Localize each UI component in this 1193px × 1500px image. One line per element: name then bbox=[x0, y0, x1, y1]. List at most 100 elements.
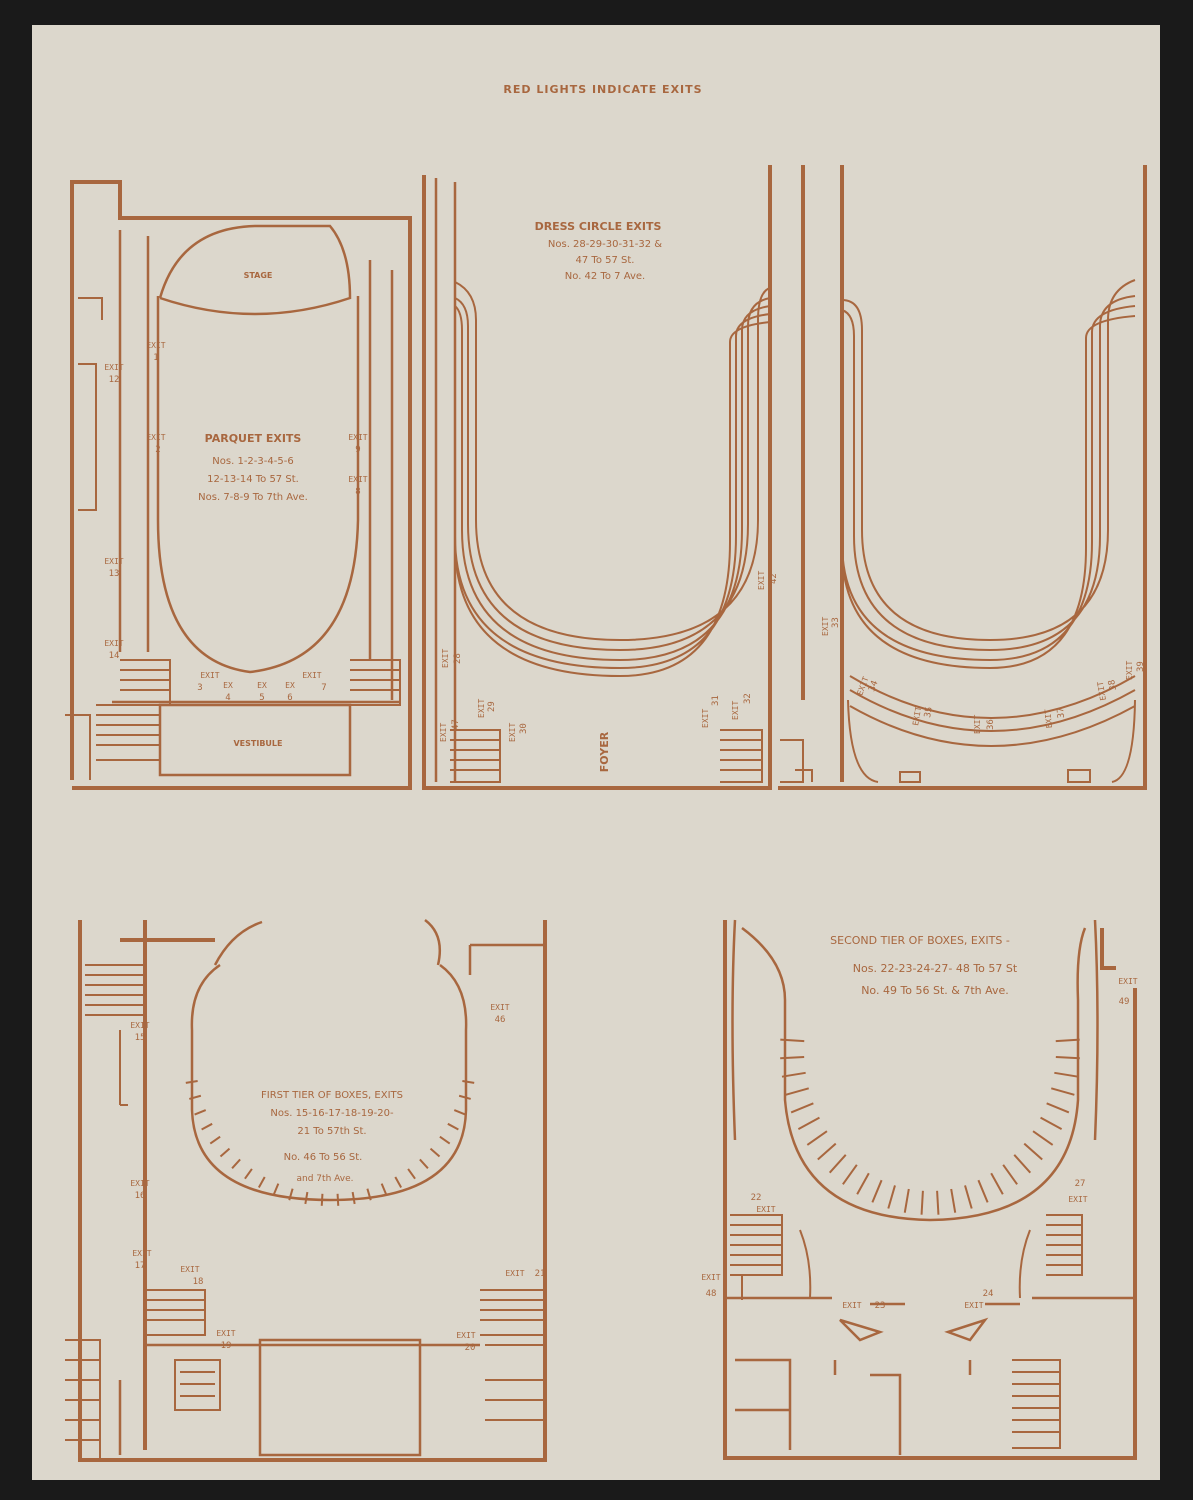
box-divider bbox=[209, 1135, 221, 1145]
first-tier-labels: FIRST TIER OF BOXES, EXITS Nos. 15-16-17… bbox=[130, 1003, 545, 1353]
exit-18-number: 18 bbox=[193, 1277, 204, 1287]
second-tier-labels: SECOND TIER OF BOXES, EXITS - Nos. 22-23… bbox=[701, 934, 1137, 1311]
exit-49-number: 49 bbox=[1119, 997, 1130, 1007]
exit-47-label: EXIT bbox=[439, 723, 448, 742]
box-divider bbox=[439, 1135, 451, 1145]
box-divider bbox=[462, 1079, 475, 1084]
box-divider bbox=[380, 1183, 388, 1196]
exit-7-word: EXIT bbox=[302, 671, 321, 680]
box-divider bbox=[1050, 1087, 1075, 1096]
exit-33-label: EXIT bbox=[821, 617, 830, 636]
parquet-line-3: Nos. 7-8-9 To 7th Ave. bbox=[198, 492, 308, 503]
exit-23-number: 23 bbox=[875, 1301, 886, 1311]
box-divider bbox=[790, 1102, 814, 1114]
exit-13-word: EXIT bbox=[104, 557, 123, 566]
box-divider bbox=[453, 1109, 466, 1116]
exit-18-word: EXIT bbox=[180, 1265, 199, 1274]
exit-2-number: 2 bbox=[155, 445, 160, 455]
first-tier-horseshoe bbox=[190, 963, 468, 1202]
exit-8-number: 8 bbox=[355, 487, 360, 497]
box-divider bbox=[781, 1071, 806, 1078]
exit-42-label: EXIT bbox=[757, 571, 766, 590]
box-divider bbox=[189, 1094, 202, 1100]
exit-1-word: EXIT bbox=[146, 341, 165, 350]
dress-circle-line-3: No. 42 To 7 Ave. bbox=[565, 271, 645, 282]
first-tier-box-ticks bbox=[185, 1079, 475, 1206]
parquet-title: PARQUET EXITS bbox=[205, 432, 302, 445]
first-tier-right-wall bbox=[468, 943, 545, 975]
box-divider bbox=[458, 1094, 471, 1100]
exit-5-number: 5 bbox=[259, 693, 264, 703]
box-divider bbox=[194, 1109, 207, 1116]
exit-9-word: EXIT bbox=[348, 433, 367, 442]
box-divider bbox=[366, 1188, 372, 1201]
box-divider bbox=[1023, 1142, 1043, 1161]
second-tier-lobby bbox=[725, 1296, 1135, 1455]
box-divider bbox=[856, 1172, 870, 1195]
parquet-right-wall bbox=[368, 260, 394, 700]
box-divider bbox=[288, 1188, 294, 1201]
parquet-inner-wall bbox=[118, 230, 150, 652]
exit-48-number: 48 bbox=[706, 1289, 717, 1299]
box-divider bbox=[936, 1190, 940, 1215]
exit-35-label: EXIT bbox=[911, 706, 923, 727]
second-tier-title: SECOND TIER OF BOXES, EXITS - bbox=[830, 934, 1010, 947]
box-divider bbox=[231, 1158, 241, 1169]
box-divider bbox=[780, 1056, 805, 1060]
dress-circle-left-wall bbox=[422, 165, 772, 790]
exit-38-number: 38 bbox=[1107, 679, 1119, 691]
box-divider bbox=[1040, 1116, 1063, 1131]
box-divider bbox=[842, 1164, 858, 1185]
box-divider bbox=[304, 1191, 309, 1205]
box-divider bbox=[1055, 1056, 1080, 1060]
box-divider bbox=[785, 1087, 810, 1096]
exit-12-word: EXIT bbox=[104, 363, 123, 372]
ex-6-word: EX bbox=[285, 681, 295, 690]
box-divider bbox=[394, 1176, 403, 1188]
exit-27-word: EXIT bbox=[1068, 1195, 1087, 1204]
box-divider bbox=[920, 1190, 924, 1215]
first-tier-side-rails bbox=[119, 1030, 128, 1106]
exit-36-number: 36 bbox=[986, 719, 996, 730]
exit-14-word: EXIT bbox=[104, 639, 123, 648]
exit-48-word: EXIT bbox=[701, 1273, 720, 1282]
dress-circle-right bbox=[778, 165, 1147, 790]
exit-42-number: 42 bbox=[769, 573, 779, 584]
first-tier-plan bbox=[65, 919, 547, 1462]
box-divider bbox=[419, 1158, 429, 1169]
exit-1-number: 1 bbox=[153, 353, 158, 363]
first-tier-proscenium-arcs bbox=[213, 919, 442, 966]
second-tier-outer-wall bbox=[723, 920, 1137, 1460]
exit-23-word: EXIT bbox=[842, 1301, 861, 1310]
exit-3-number: 3 bbox=[197, 683, 202, 693]
auditorium-outline bbox=[156, 296, 360, 674]
box-divider bbox=[320, 1193, 324, 1206]
parquet-plan bbox=[65, 180, 412, 790]
box-divider bbox=[797, 1116, 820, 1131]
exit-15-number: 15 bbox=[135, 1033, 146, 1043]
exit-33-number: 33 bbox=[831, 617, 841, 628]
second-tier-line-1: Nos. 22-23-24-27- 48 To 57 St bbox=[853, 962, 1018, 975]
exit-39-number: 39 bbox=[1136, 661, 1146, 672]
parquet-outer-wall bbox=[70, 180, 412, 790]
box-divider bbox=[903, 1188, 910, 1213]
dress-circle-inner-wall bbox=[434, 178, 457, 782]
second-tier-box-ticks bbox=[780, 1038, 1080, 1215]
box-divider bbox=[871, 1179, 883, 1203]
stage-outline bbox=[158, 224, 352, 316]
dress-circle-tiers bbox=[454, 281, 771, 678]
exit-22-number: 22 bbox=[751, 1193, 762, 1203]
exit-38-label: EXIT bbox=[1096, 680, 1108, 701]
exit-4-number: 4 bbox=[225, 693, 230, 703]
exit-22-word: EXIT bbox=[756, 1205, 775, 1214]
parquet-left-annex bbox=[65, 297, 103, 780]
exit-37-label: EXIT bbox=[1043, 708, 1054, 728]
dress-circle-title: DRESS CIRCLE EXITS bbox=[535, 220, 662, 233]
first-tier-foyer-block bbox=[118, 1338, 480, 1457]
program-page bbox=[32, 25, 1160, 1480]
box-divider bbox=[201, 1122, 213, 1131]
first-tier-line-3: No. 46 To 56 St. bbox=[284, 1152, 363, 1163]
exit-34-number: 34 bbox=[867, 679, 880, 693]
dress-circle-stairs bbox=[450, 729, 763, 783]
